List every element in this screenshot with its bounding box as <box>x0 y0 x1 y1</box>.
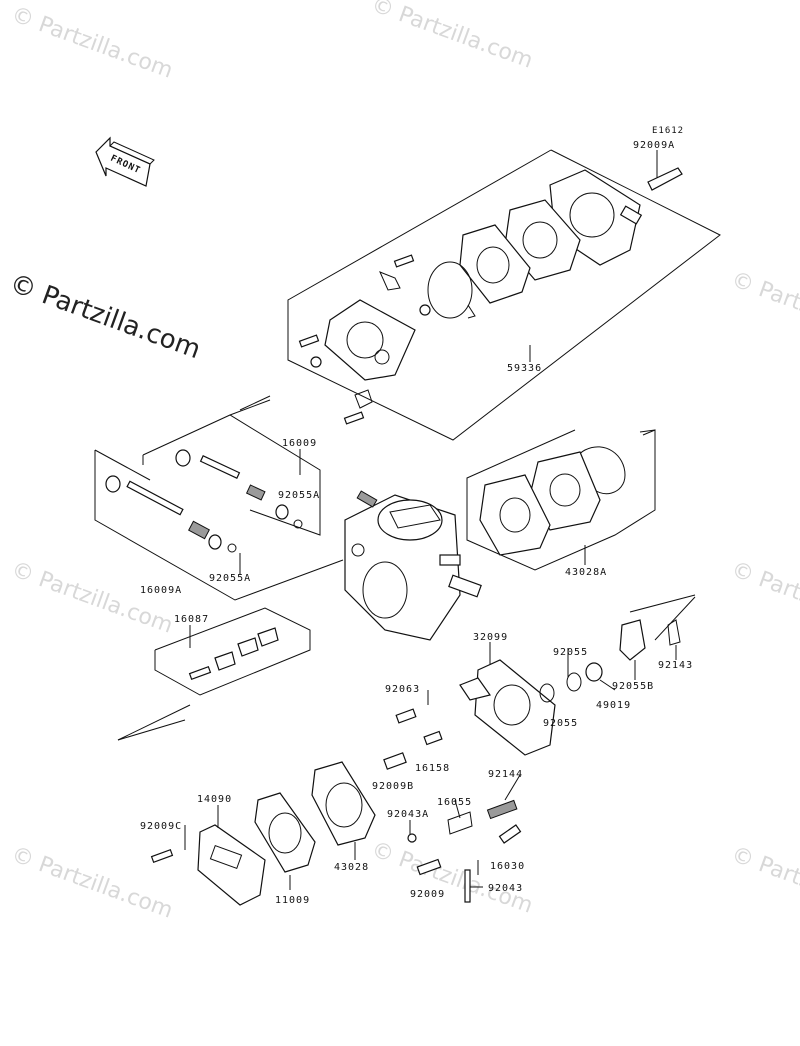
front-arrow-icon: FRONT <box>95 136 155 187</box>
part-label: 43028A <box>565 567 607 578</box>
part-label: 16055 <box>437 797 472 808</box>
part-label: 11009 <box>275 895 310 906</box>
part-label: 16009A <box>140 585 182 596</box>
part-label: 43028 <box>334 862 369 873</box>
part-label: 16030 <box>490 861 525 872</box>
diagram-code: E1612 <box>652 126 684 136</box>
watermark-text: © Partzilla.com <box>728 557 800 639</box>
part-label: 32099 <box>473 632 508 643</box>
watermark-text: © Partzilla.com <box>368 0 536 74</box>
part-label: 59336 <box>507 363 542 374</box>
watermark-text: © Partzilla.com <box>8 2 176 84</box>
watermark-text: © Partzilla.com <box>368 837 536 919</box>
pump-oring <box>427 261 476 319</box>
pump-body <box>324 299 416 381</box>
diaphragm-stack <box>150 761 376 906</box>
gasket-set <box>479 446 626 556</box>
part-label: 16009 <box>282 438 317 449</box>
part-label: 92063 <box>385 684 420 695</box>
lower-parts <box>383 708 522 903</box>
part-label: 92009B <box>372 781 414 792</box>
part-label: 92055B <box>612 681 654 692</box>
watermark-text: © Partzilla.com <box>728 267 800 349</box>
part-label: 92055A <box>278 490 320 501</box>
carburetor-body <box>344 490 482 641</box>
watermark-text: © Partzilla.com <box>8 557 176 639</box>
check-valve-parts <box>188 627 279 681</box>
group-outlines <box>94 149 721 741</box>
watermark-main: © Partzilla.com <box>6 268 205 365</box>
part-label: 92009A <box>633 140 675 151</box>
part-label: 92055 <box>553 647 588 658</box>
pump-small-parts <box>298 254 431 425</box>
part-label: 92055A <box>209 573 251 584</box>
mixture-screws <box>105 449 303 553</box>
watermark-text: © Partzilla.com <box>728 842 800 924</box>
part-label: 92143 <box>658 660 693 671</box>
pump-side-cover <box>459 619 681 756</box>
watermark-text: © Partzilla.com <box>8 842 176 924</box>
part-label: 92055 <box>543 718 578 729</box>
part-label: 92043A <box>387 809 429 820</box>
part-labels: 92009A 59336 16009 92055A 16009A 92055A … <box>140 140 693 906</box>
part-label: 14090 <box>197 794 232 805</box>
part-label: 49019 <box>596 700 631 711</box>
part-label: 16087 <box>174 614 209 625</box>
leader-lines <box>184 150 677 890</box>
part-label: 92009C <box>140 821 182 832</box>
part-label: 16158 <box>415 763 450 774</box>
part-label: 92043 <box>488 883 523 894</box>
part-label: 92144 <box>488 769 523 780</box>
part-label: 92009 <box>410 889 445 900</box>
